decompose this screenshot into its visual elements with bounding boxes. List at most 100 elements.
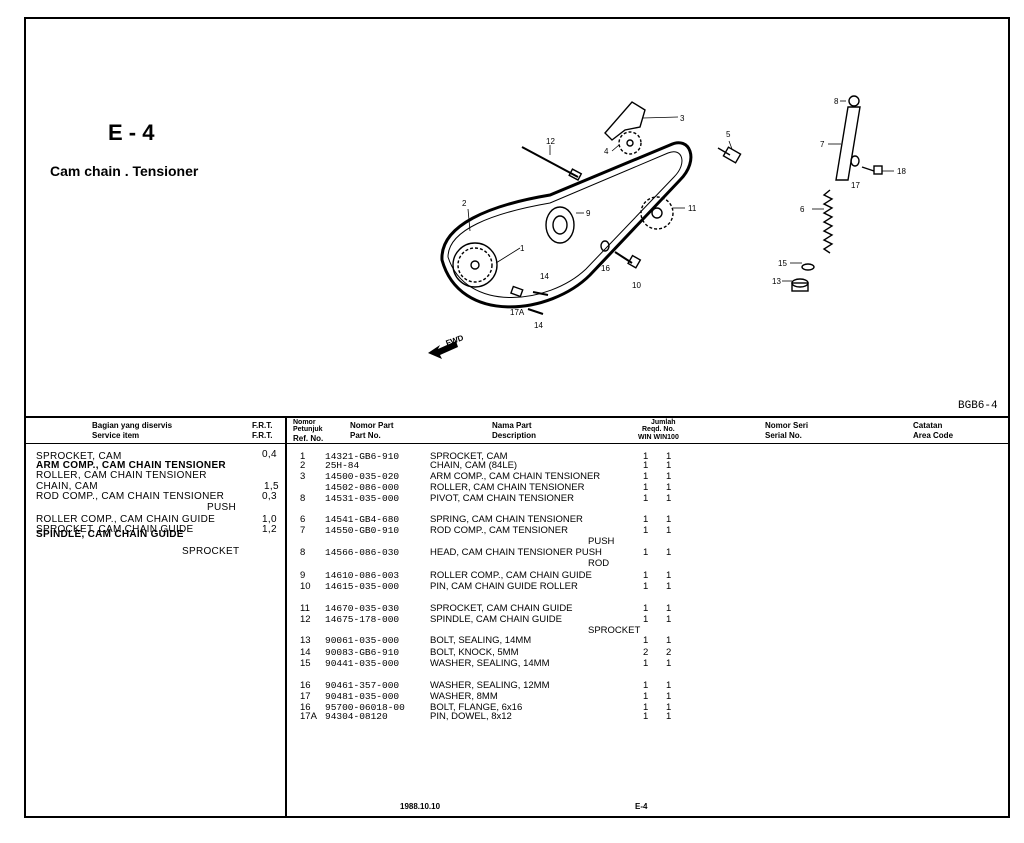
serial-header-en: Serial No. (765, 431, 802, 440)
qty-win100: 1 (666, 658, 672, 669)
part-no: 14610-086-003 (325, 570, 400, 581)
service-header-en: Service item (92, 431, 140, 440)
qty-win100: 1 (666, 570, 672, 581)
ref-no: 10 (300, 581, 311, 592)
qty-win100: 1 (666, 451, 672, 462)
callout-17a: 17A (510, 308, 525, 317)
ref-no: 2 (300, 460, 306, 471)
part-no: 90083-GB6-910 (325, 647, 400, 658)
part-no: 14531-035-000 (325, 493, 400, 504)
part-description: WASHER, SEALING, 14MM (430, 658, 550, 669)
push-rod-shape (835, 106, 861, 181)
table-top-border (24, 416, 1010, 418)
qty-win: 1 (643, 614, 649, 625)
qty-win100: 1 (666, 581, 672, 592)
part-header-id: Nomor Part (350, 421, 394, 430)
part-no: 14541-GB4-680 (325, 514, 400, 525)
callout-4: 4 (604, 147, 609, 156)
qty-win: 1 (643, 680, 649, 691)
qty-win: 1 (643, 691, 649, 702)
qty-win: 1 (643, 525, 649, 536)
qty-header-id: Jumlah (651, 419, 676, 426)
part-description: CHAIN, CAM (84LE) (430, 460, 518, 471)
ref-no: 6 (300, 514, 306, 525)
desc-header-en: Description (492, 431, 537, 440)
callout-14b: 14 (534, 321, 543, 330)
qty-win: 1 (643, 451, 649, 462)
frt-header-2: F.R.T. (252, 431, 273, 440)
part-no: 14550-GB0-910 (325, 525, 400, 536)
callout-1: 1 (520, 244, 525, 253)
qty-win: 1 (643, 603, 649, 614)
part-no: 14321-GB6-910 (325, 451, 400, 462)
part-no: 90441-035-000 (325, 658, 400, 669)
qty-win100: 1 (666, 460, 672, 471)
ref-no: 17 (300, 691, 311, 702)
ref-no: 9 (300, 570, 306, 581)
spring-shape (822, 189, 834, 254)
callout-7: 7 (820, 140, 825, 149)
part-header-en: Part No. (350, 431, 381, 440)
section-title: Cam chain . Tensioner (50, 163, 199, 179)
part-description: SPROCKET, CAM (430, 451, 508, 462)
ref-no: 13 (300, 635, 311, 646)
ref-header-en: Ref. No. (293, 434, 324, 443)
part-description: ROLLER COMP., CAM CHAIN GUIDE (430, 570, 592, 581)
guide-sprocket-shape (640, 196, 674, 230)
qty-win: 1 (643, 547, 649, 558)
ref-no: 12 (300, 614, 311, 625)
service-frt-4: 1,5 (264, 481, 279, 492)
ref-no: 14 (300, 647, 311, 658)
part-description: ROD COMP., CAM TENSIONER (430, 525, 568, 536)
cam-sprocket-shape (452, 242, 498, 288)
qty-win100: 1 (666, 493, 672, 504)
ref-no: 7 (300, 525, 306, 536)
qty-header-cols: WIN WIN100 (638, 434, 679, 441)
callout-3: 3 (680, 114, 685, 123)
part-no: 14500-035-020 (325, 471, 400, 482)
qty-win: 1 (643, 460, 649, 471)
part-no: 14502-086-000 (325, 482, 400, 493)
ref-no: 16 (300, 702, 311, 713)
area-header-en: Area Code (913, 431, 954, 440)
area-header-id: Catatan (913, 421, 943, 430)
ref-header-id: Nomor Petunjuk (293, 419, 323, 433)
service-item-6: PUSH (207, 502, 236, 513)
service-frt-1: 0,4 (262, 449, 277, 460)
service-item-10: SPROCKET (182, 546, 240, 557)
qty-win100: 1 (666, 514, 672, 525)
callout-18: 18 (897, 167, 906, 176)
qty-win100: 1 (666, 603, 672, 614)
qty-win: 1 (643, 514, 649, 525)
qty-win100: 1 (666, 547, 672, 558)
callout-16: 16 (601, 264, 610, 273)
footer-code: E-4 (635, 802, 648, 811)
part-description: SPROCKET, CAM CHAIN GUIDE (430, 603, 573, 614)
part-description: BOLT, FLANGE, 6x16 (430, 702, 523, 713)
qty-win: 1 (643, 493, 649, 504)
part-no: 90481-035-000 (325, 691, 400, 702)
service-frt-5: 0,3 (262, 491, 277, 502)
ref-no: 15 (300, 658, 311, 669)
part-no: 14566-086-030 (325, 547, 400, 558)
part-description: ROD (588, 558, 610, 569)
qty-win: 1 (643, 702, 649, 713)
footer-date: 1988.10.10 (400, 802, 441, 811)
part-no: 14675-178-000 (325, 614, 400, 625)
part-description: ROLLER, CAM CHAIN TENSIONER (430, 482, 585, 493)
part-description: WASHER, 8MM (430, 691, 498, 702)
part-description: SPROCKET (588, 625, 641, 636)
callout-15: 15 (778, 259, 787, 268)
service-item-4: CHAIN, CAM (36, 481, 98, 492)
qty-win100: 1 (666, 471, 672, 482)
service-frt-7: 1,0 (262, 514, 277, 525)
qty-win: 1 (643, 482, 649, 493)
part-description: BOLT, KNOCK, 5MM (430, 647, 519, 658)
qty-win: 1 (643, 635, 649, 646)
part-description: PIN, CAM CHAIN GUIDE ROLLER (430, 581, 578, 592)
guide-roller-shape (545, 206, 575, 244)
service-item-2: ARM COMP., CAM CHAIN TENSIONER (36, 460, 226, 471)
callout-17: 17 (851, 181, 860, 190)
section-code: E - 4 (108, 120, 155, 145)
table-header-border (24, 443, 1010, 444)
